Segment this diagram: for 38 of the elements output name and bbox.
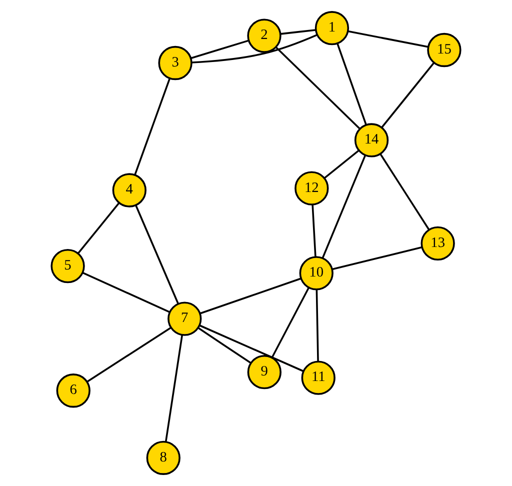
connector [348, 30, 428, 48]
connector [322, 154, 366, 258]
connector [192, 34, 318, 64]
node-circle: 4 [112, 173, 146, 208]
connector [336, 43, 367, 125]
node-circle: 10 [299, 256, 334, 290]
node-circle: 7 [168, 302, 202, 336]
connector [316, 290, 319, 362]
node-circle: 3 [158, 46, 192, 80]
connector [312, 204, 316, 257]
node-circle: 12 [294, 171, 329, 206]
node-circle: 5 [50, 248, 85, 284]
node-circle: 9 [247, 355, 282, 390]
connector [135, 204, 180, 304]
node-circle: 11 [301, 360, 336, 395]
node-circle: 1 [314, 11, 350, 46]
connector [200, 278, 302, 314]
connector [134, 78, 171, 176]
connector [280, 29, 316, 35]
node-circle: 14 [354, 123, 389, 158]
connector [86, 326, 172, 383]
connector [381, 62, 434, 128]
connector [190, 40, 249, 60]
node-circle: 2 [247, 18, 282, 53]
connector [275, 46, 360, 130]
node-circle: 15 [427, 32, 462, 68]
connector [77, 202, 120, 254]
connector [380, 154, 430, 230]
connector [199, 324, 304, 372]
connector [324, 150, 360, 179]
node-circle: 6 [56, 374, 90, 408]
connector [82, 272, 170, 313]
node-circle: 13 [420, 226, 455, 260]
connector [332, 246, 422, 270]
connector [271, 287, 310, 358]
connector [164, 334, 184, 442]
connector [198, 327, 252, 364]
node-circle: 8 [146, 440, 180, 475]
